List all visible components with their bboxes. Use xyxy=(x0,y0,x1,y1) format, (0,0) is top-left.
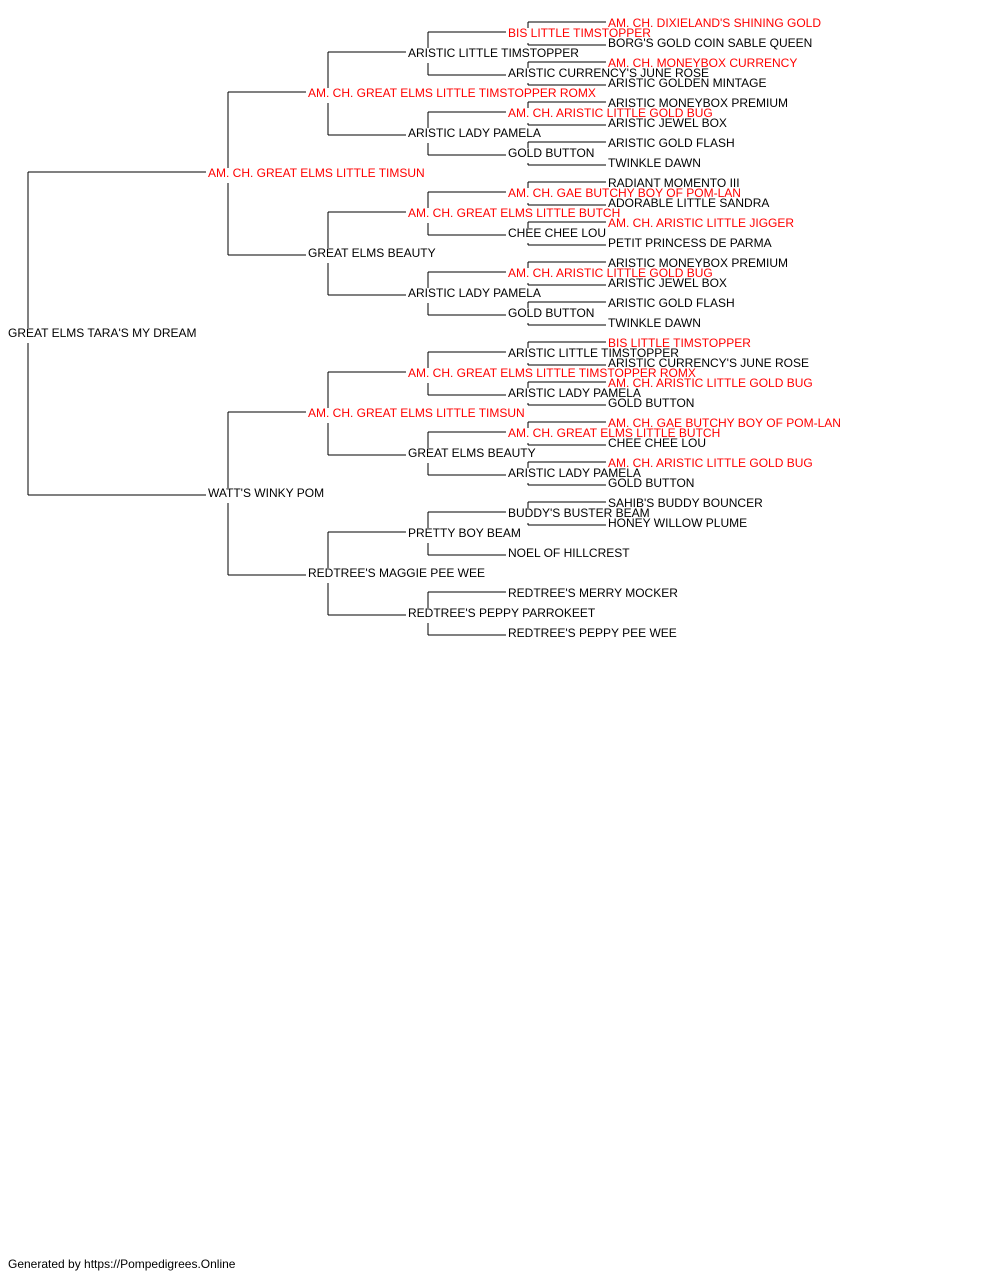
dog-name: ARISTIC GOLDEN MINTAGE xyxy=(608,76,766,90)
dog-name: WATT'S WINKY POM xyxy=(208,486,324,500)
dog-name: REDTREE'S MERRY MOCKER xyxy=(508,586,678,600)
champion-name: AM. CH. ARISTIC LITTLE JIGGER xyxy=(608,216,794,230)
dog-name: PETIT PRINCESS DE PARMA xyxy=(608,236,772,250)
dog-name: ARISTIC LADY PAMELA xyxy=(508,386,641,400)
dog-name: ARISTIC GOLD FLASH xyxy=(608,136,735,150)
dog-name: GREAT ELMS BEAUTY xyxy=(308,246,436,260)
dog-name: TWINKLE DAWN xyxy=(608,156,701,170)
dog-name: GREAT ELMS BEAUTY xyxy=(408,446,536,460)
dog-name: ARISTIC LITTLE TIMSTOPPER xyxy=(408,46,579,60)
champion-name: AM. CH. GREAT ELMS LITTLE TIMSUN xyxy=(208,166,425,180)
dog-name: SAHIB'S BUDDY BOUNCER xyxy=(608,496,763,510)
dog-name: ARISTIC CURRENCY'S JUNE ROSE xyxy=(608,356,809,370)
dog-name: PRETTY BOY BEAM xyxy=(408,526,521,540)
dog-name: ARISTIC MONEYBOX PREMIUM xyxy=(608,256,788,270)
dog-name: GOLD BUTTON xyxy=(508,146,594,160)
dog-name: ARISTIC LITTLE TIMSTOPPER xyxy=(508,346,679,360)
champion-name: AM. CH. GREAT ELMS LITTLE TIMSTOPPER ROM… xyxy=(308,86,596,100)
dog-name: ARISTIC LADY PAMELA xyxy=(408,126,541,140)
dog-name: ARISTIC LADY PAMELA xyxy=(408,286,541,300)
dog-name: HONEY WILLOW PLUME xyxy=(608,516,747,530)
champion-name: AM. CH. ARISTIC LITTLE GOLD BUG xyxy=(608,456,813,470)
dog-name: CHEE CHEE LOU xyxy=(508,226,606,240)
footer-credit: Generated by https://Pompedigrees.Online xyxy=(8,1257,236,1271)
champion-name: BIS LITTLE TIMSTOPPER xyxy=(608,336,751,350)
dog-name: RADIANT MOMENTO III xyxy=(608,176,740,190)
dog-name: ARISTIC GOLD FLASH xyxy=(608,296,735,310)
dog-name: ARISTIC LADY PAMELA xyxy=(508,466,641,480)
champion-name: AM. CH. GREAT ELMS LITTLE BUTCH xyxy=(508,426,720,440)
champion-name: AM. CH. MONEYBOX CURRENCY xyxy=(608,56,797,70)
dog-name: CHEE CHEE LOU xyxy=(608,436,706,450)
dog-name: REDTREE'S MAGGIE PEE WEE xyxy=(308,566,485,580)
dog-name: ARISTIC JEWEL BOX xyxy=(608,276,727,290)
dog-name: GREAT ELMS TARA'S MY DREAM xyxy=(8,326,197,340)
dog-name: BORG'S GOLD COIN SABLE QUEEN xyxy=(608,36,812,50)
champion-name: AM. CH. GREAT ELMS LITTLE TIMSUN xyxy=(308,406,525,420)
dog-name: TWINKLE DAWN xyxy=(608,316,701,330)
dog-name: GOLD BUTTON xyxy=(508,306,594,320)
champion-name: AM. CH. GREAT ELMS LITTLE BUTCH xyxy=(408,206,620,220)
champion-name: AM. CH. GREAT ELMS LITTLE TIMSTOPPER ROM… xyxy=(408,366,696,380)
dog-name: NOEL OF HILLCREST xyxy=(508,546,630,560)
champion-name: BIS LITTLE TIMSTOPPER xyxy=(508,26,651,40)
champion-name: AM. CH. GAE BUTCHY BOY OF POM-LAN xyxy=(608,416,841,430)
dog-name: REDTREE'S PEPPY PARROKEET xyxy=(408,606,596,620)
champion-name: AM. CH. GAE BUTCHY BOY OF POM-LAN xyxy=(508,186,741,200)
dog-name: BUDDY'S BUSTER BEAM xyxy=(508,506,650,520)
dog-name: ADORABLE LITTLE SANDRA xyxy=(608,196,769,210)
dog-name: ARISTIC CURRENCY'S JUNE ROSE xyxy=(508,66,709,80)
dog-name: GOLD BUTTON xyxy=(608,396,694,410)
dog-name: REDTREE'S PEPPY PEE WEE xyxy=(508,626,677,640)
dog-name: ARISTIC MONEYBOX PREMIUM xyxy=(608,96,788,110)
champion-name: AM. CH. ARISTIC LITTLE GOLD BUG xyxy=(508,106,713,120)
champion-name: AM. CH. ARISTIC LITTLE GOLD BUG xyxy=(608,376,813,390)
dog-name: GOLD BUTTON xyxy=(608,476,694,490)
champion-name: AM. CH. ARISTIC LITTLE GOLD BUG xyxy=(508,266,713,280)
champion-name: AM. CH. DIXIELAND'S SHINING GOLD xyxy=(608,16,821,30)
dog-name: ARISTIC JEWEL BOX xyxy=(608,116,727,130)
